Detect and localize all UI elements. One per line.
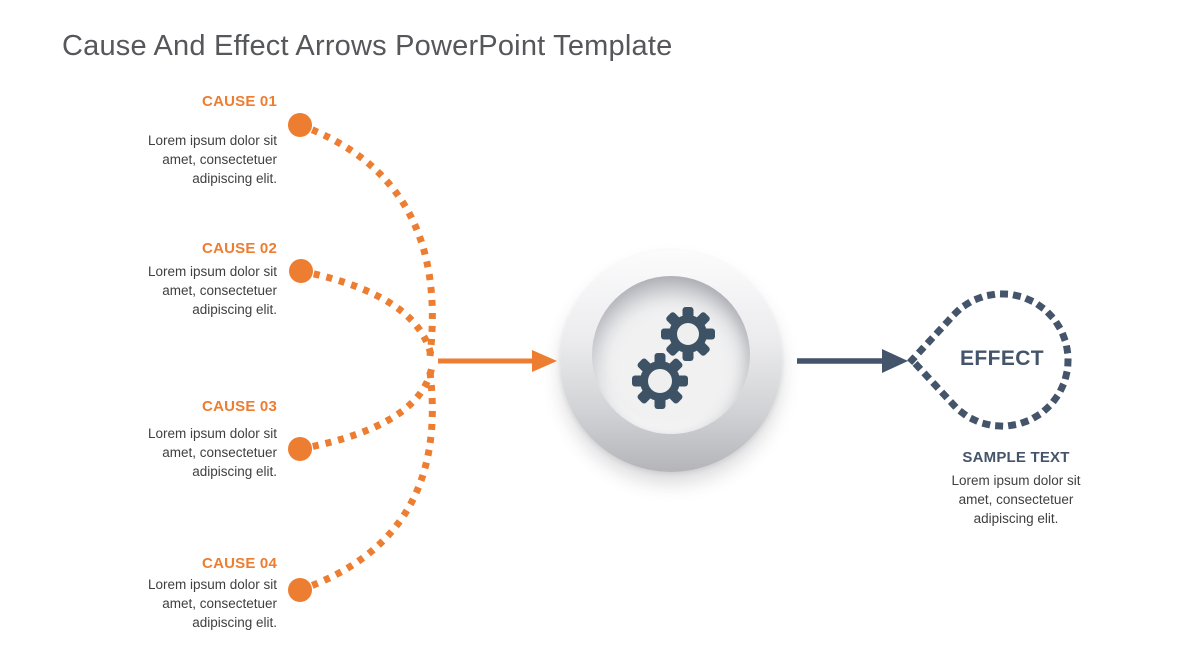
cause-block-1: CAUSE 01 Lorem ipsum dolor sit amet, con… xyxy=(127,93,277,188)
process-circle xyxy=(560,250,782,472)
cause-curve-1 xyxy=(298,121,436,357)
cause-to-process-arrow xyxy=(438,350,557,372)
cause-bullet-dot-3 xyxy=(288,437,312,461)
effect-heading: SAMPLE TEXT xyxy=(962,449,1070,466)
cause-label-3: CAUSE 03 xyxy=(202,398,277,415)
cause-label-4: CAUSE 04 xyxy=(202,555,277,572)
effect-outline xyxy=(907,290,1072,430)
cause-description-2: Lorem ipsum dolor sit amet, consectetuer… xyxy=(147,264,277,317)
cause-curve-3 xyxy=(299,365,436,453)
cause-bullet-dot-4 xyxy=(288,578,312,602)
cause-bullet-dot-1 xyxy=(288,113,312,137)
cause-description-1: Lorem ipsum dolor sit amet, consectetuer… xyxy=(147,133,277,186)
cause-block-2: CAUSE 02 Lorem ipsum dolor sit amet, con… xyxy=(127,240,277,319)
cause-label-1: CAUSE 01 xyxy=(202,93,277,110)
cause-curve-2 xyxy=(300,267,436,361)
cause-block-4: CAUSE 04 Lorem ipsum dolor sit amet, con… xyxy=(127,555,277,632)
effect-text-block: SAMPLE TEXT Lorem ipsum dolor sit amet, … xyxy=(936,449,1096,528)
effect-description: Lorem ipsum dolor sit amet, consectetuer… xyxy=(951,473,1081,526)
cause-curve-4 xyxy=(298,371,436,594)
gears-icon xyxy=(632,307,715,409)
cause-bullet-dot-2 xyxy=(289,259,313,283)
cause-description-4: Lorem ipsum dolor sit amet, consectetuer… xyxy=(147,577,277,630)
cause-description-3: Lorem ipsum dolor sit amet, consectetuer… xyxy=(147,426,277,479)
effect-label: EFFECT xyxy=(959,347,1045,370)
cause-label-2: CAUSE 02 xyxy=(202,240,277,257)
cause-block-3: CAUSE 03 Lorem ipsum dolor sit amet, con… xyxy=(127,398,277,481)
process-to-effect-arrow xyxy=(797,349,908,373)
slide-title: Cause And Effect Arrows PowerPoint Templ… xyxy=(62,30,673,62)
